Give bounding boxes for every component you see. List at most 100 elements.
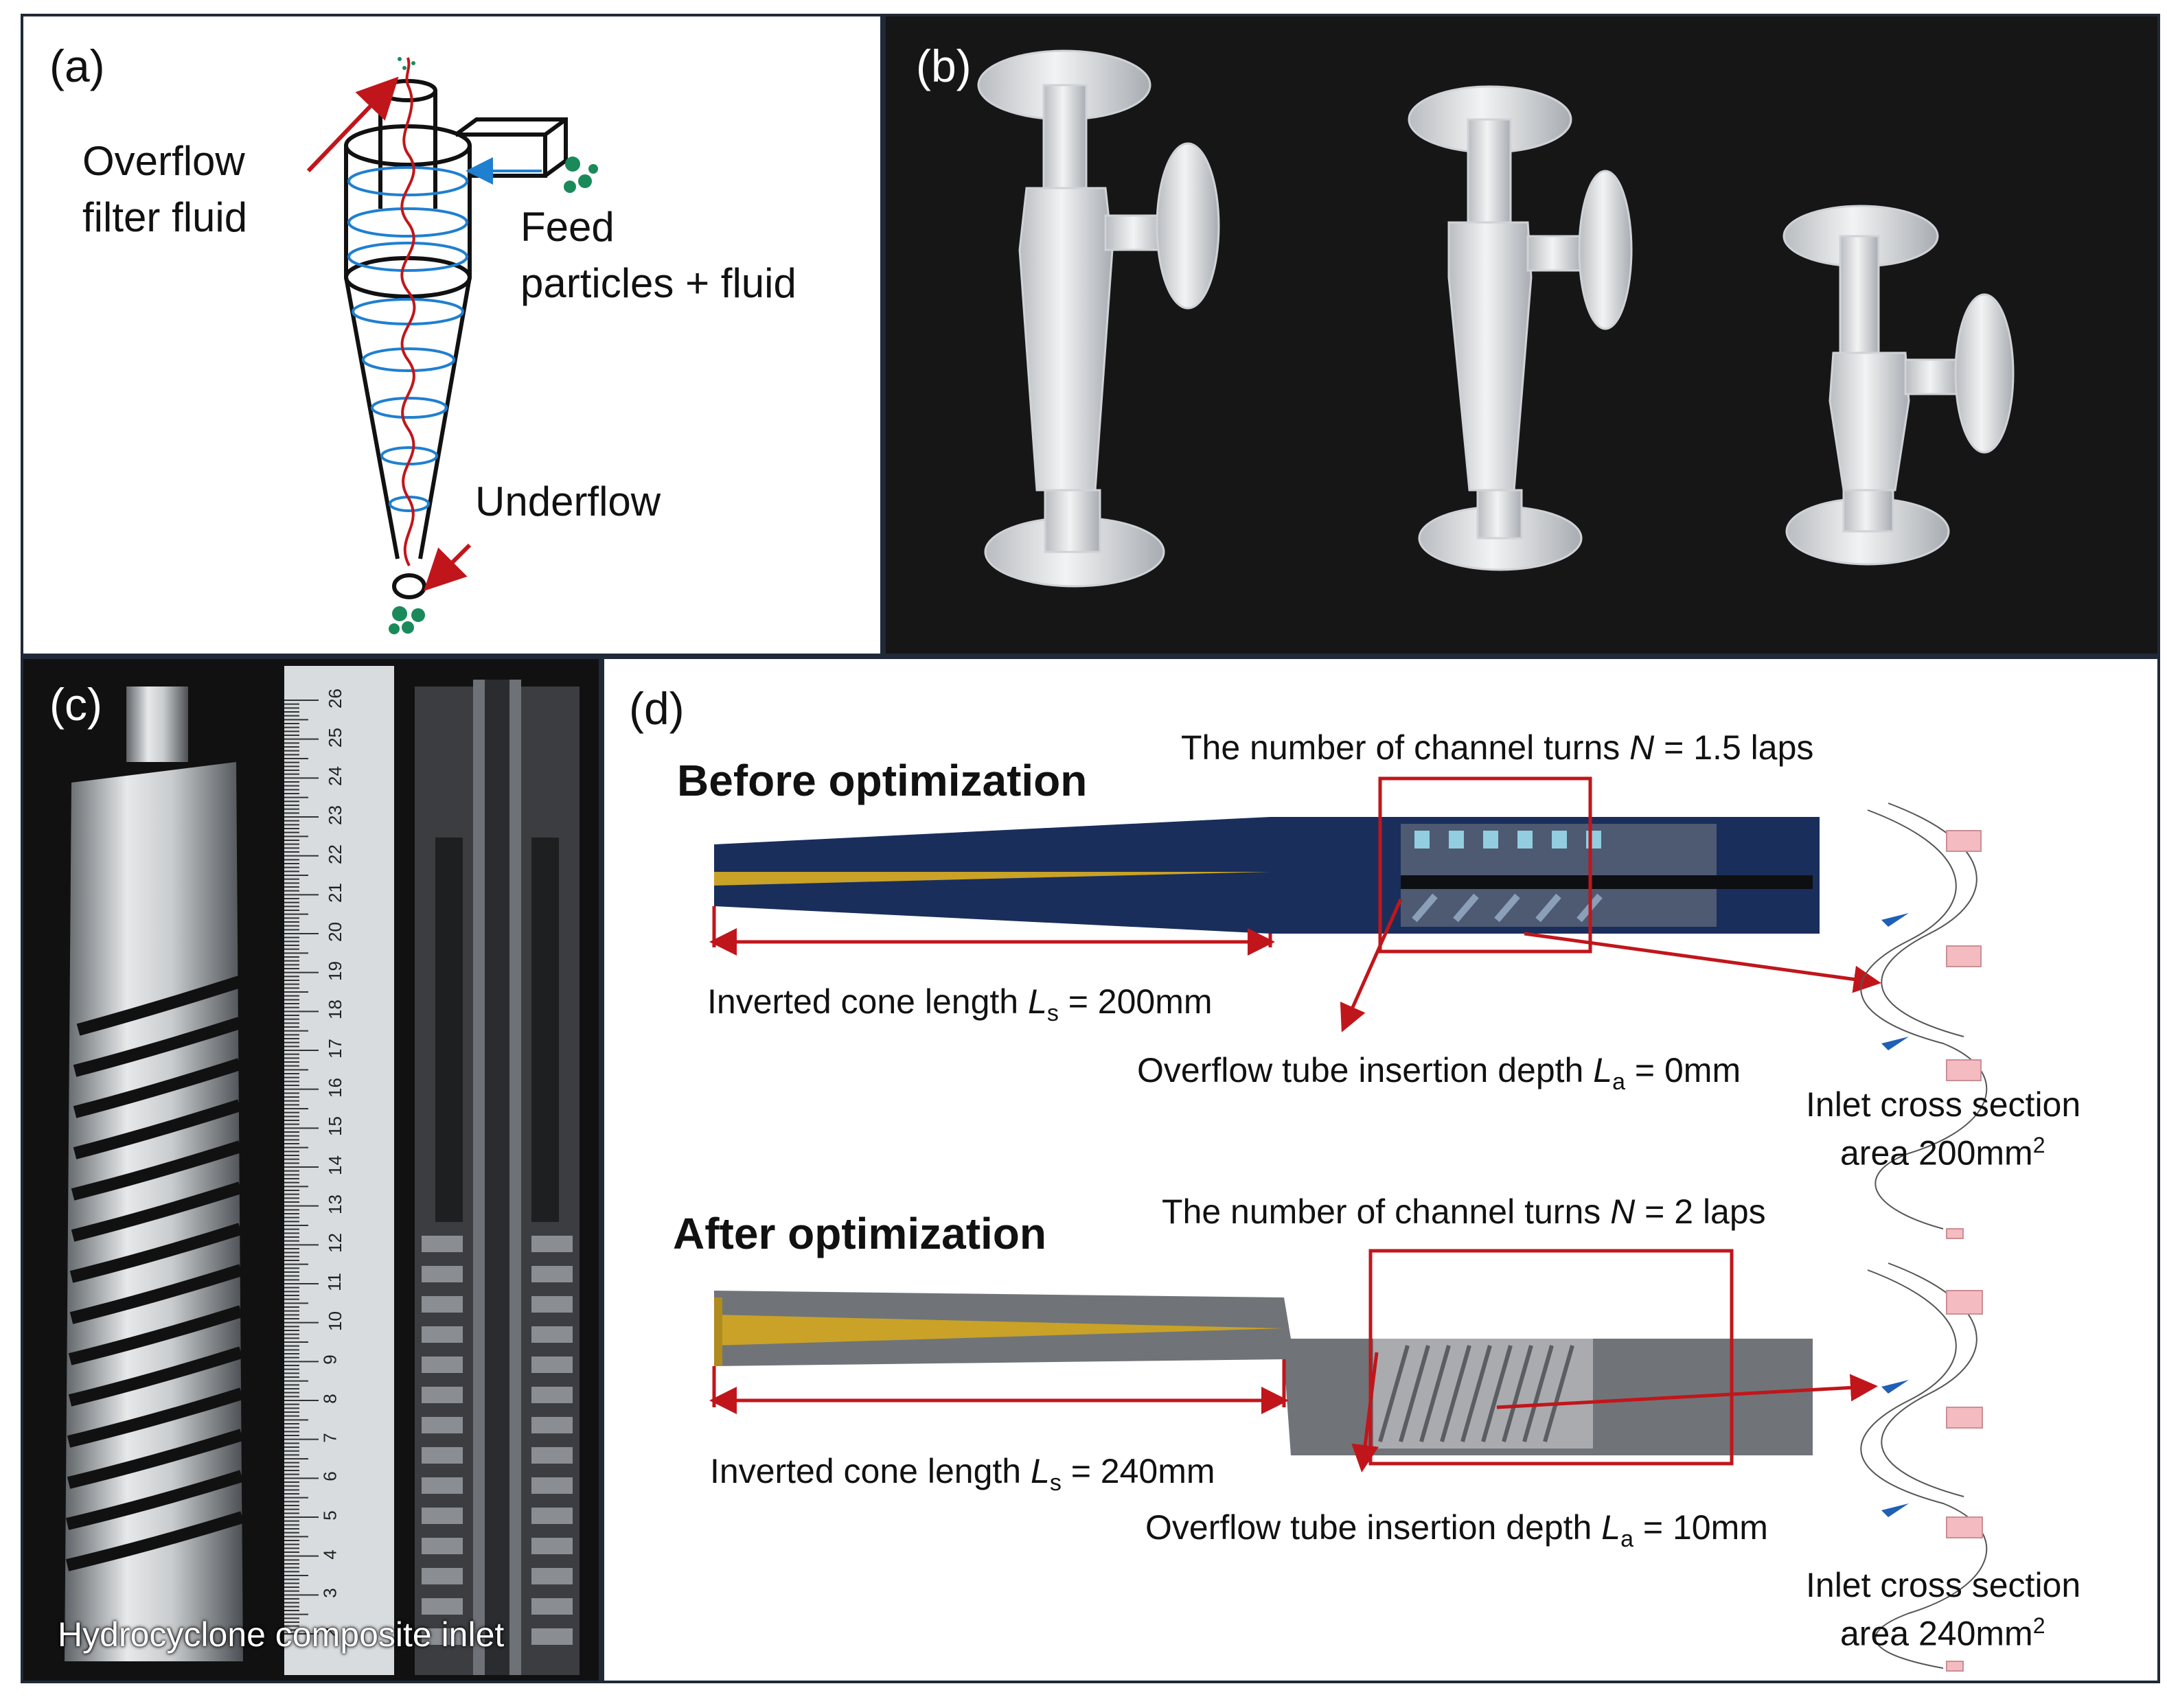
underflow-arrow xyxy=(424,543,472,591)
inner-vortex-path xyxy=(400,57,416,566)
panel-a: (a) xyxy=(21,14,883,656)
overflow-particles xyxy=(398,57,415,70)
panel-a-label: (a) xyxy=(49,41,105,91)
panel-d: (d) xyxy=(601,656,2160,1683)
cutaway-channel xyxy=(531,1417,573,1433)
before-inlet-arrow xyxy=(1524,932,1881,993)
overflow-label-line1: Overflow xyxy=(82,138,245,184)
after-depth-label: Overflow tube insertion depth La = 10mm xyxy=(1145,1508,1768,1552)
cutaway-channel xyxy=(531,1357,573,1373)
cutaway-channel xyxy=(422,1357,463,1373)
ruler-label: 14 xyxy=(324,1155,345,1175)
after-depth-arrow xyxy=(1351,1352,1379,1473)
after-title: After optimization xyxy=(673,1209,1046,1258)
ruler-label: 10 xyxy=(324,1311,345,1331)
cutaway-channel xyxy=(422,1387,463,1403)
underflow-label: Underflow xyxy=(475,478,661,524)
cutaway-channels xyxy=(422,1236,573,1645)
cutaway-channel xyxy=(531,1477,573,1494)
feed-label-line2: particles + fluid xyxy=(520,260,796,306)
after-inlet-blue-marks xyxy=(1881,1380,1909,1517)
before-inlet-label-line2: area 200mm2 xyxy=(1840,1133,2045,1173)
cutaway-channel xyxy=(422,1508,463,1524)
cutaway-channel xyxy=(531,1236,573,1252)
panel-d-label: (d) xyxy=(629,683,685,734)
cutaway-channel xyxy=(531,1598,573,1615)
before-highlight-box xyxy=(1378,776,1592,954)
cutaway-channel xyxy=(531,1326,573,1343)
ruler-label: 3 xyxy=(319,1588,341,1599)
feed-particles xyxy=(564,157,598,193)
before-cone-label: Inverted cone length Ls = 200mm xyxy=(707,982,1213,1026)
ruler-label: 7 xyxy=(319,1432,341,1443)
ruler-label: 9 xyxy=(319,1354,341,1365)
ruler-label: 19 xyxy=(324,960,345,981)
cutaway-channel xyxy=(531,1266,573,1282)
panel-b: (b) xyxy=(883,14,2160,656)
after-inlet-label-line2: area 240mm2 xyxy=(1840,1613,2045,1653)
ruler-label: 6 xyxy=(319,1471,341,1482)
ruler-label: 26 xyxy=(324,689,345,708)
after-turns-label: The number of channel turns N = 2 laps xyxy=(1162,1192,1766,1231)
overflow-arrow xyxy=(306,76,399,173)
ruler-label: 11 xyxy=(324,1273,345,1291)
cutaway-channel xyxy=(422,1326,463,1343)
after-inlet-spiral xyxy=(1860,1262,1988,1669)
cutaway-channel xyxy=(422,1236,463,1252)
cutaway-channel xyxy=(531,1508,573,1524)
before-inlet-rects xyxy=(1946,830,1982,1239)
ruler-label: 24 xyxy=(324,766,345,787)
after-inlet-rects xyxy=(1946,1290,1983,1672)
ruler-label: 8 xyxy=(319,1394,341,1404)
cutaway-channel xyxy=(422,1538,463,1554)
panel-c-caption: Hydrocyclone composite inlet xyxy=(58,1615,505,1654)
before-turns-label: The number of channel turns N = 1.5 laps xyxy=(1181,728,1814,767)
before-depth-arrow xyxy=(1340,898,1403,1032)
ruler-label: 21 xyxy=(324,883,345,903)
ruler-label: 4 xyxy=(319,1549,341,1560)
ruler-label: 25 xyxy=(324,727,345,748)
cad-cutaway xyxy=(415,680,580,1675)
cutaway-channel xyxy=(531,1387,573,1403)
before-inlet-blue-marks xyxy=(1881,913,1909,1050)
optimization-comparison-diagram xyxy=(709,776,1988,1672)
cutaway-channel xyxy=(422,1628,463,1645)
panel-b-label: (b) xyxy=(916,41,972,91)
outer-vortex-spiral xyxy=(347,157,542,512)
hydrocyclone-medium xyxy=(1408,85,1633,571)
ruler-label: 15 xyxy=(324,1116,345,1137)
cutaway-channel xyxy=(422,1477,463,1494)
ruler xyxy=(284,666,394,1675)
cutaway-channel xyxy=(531,1628,573,1645)
cutaway-channel xyxy=(531,1447,573,1464)
ruler-label: 20 xyxy=(324,922,345,942)
overflow-label-line2: filter fluid xyxy=(82,194,248,240)
cutaway-channel xyxy=(531,1568,573,1584)
cutaway-channel xyxy=(422,1296,463,1313)
ruler-tick-marks xyxy=(284,700,319,1635)
after-highlight-box xyxy=(1368,1249,1734,1466)
feed-label-line1: Feed xyxy=(520,204,615,250)
after-cad-section xyxy=(714,1291,1813,1455)
cutaway-channel xyxy=(422,1266,463,1282)
hydrocyclone-small xyxy=(1782,205,2015,566)
ruler-label: 16 xyxy=(324,1077,345,1098)
after-cone-label: Inverted cone length Ls = 240mm xyxy=(710,1452,1215,1496)
after-inlet-arrow xyxy=(1496,1374,1878,1409)
hydrocyclone-large xyxy=(977,49,1220,588)
ruler-label: 17 xyxy=(324,1039,345,1059)
ruler-label: 5 xyxy=(319,1510,341,1521)
before-depth-label: Overflow tube insertion depth La = 0mm xyxy=(1137,1051,1741,1095)
cutaway-channel xyxy=(531,1296,573,1313)
panel-c-label: (c) xyxy=(49,679,102,730)
after-inlet-label-line1: Inlet cross section xyxy=(1806,1566,2081,1604)
ruler-label: 22 xyxy=(324,844,345,864)
composite-inlet-photo xyxy=(65,666,580,1675)
ruler-label: 13 xyxy=(324,1194,345,1214)
ruler-label: 18 xyxy=(324,1000,345,1020)
before-inlet-label-line1: Inlet cross section xyxy=(1806,1085,2081,1124)
ruler-label: 23 xyxy=(324,805,345,825)
cutaway-channel xyxy=(531,1538,573,1554)
